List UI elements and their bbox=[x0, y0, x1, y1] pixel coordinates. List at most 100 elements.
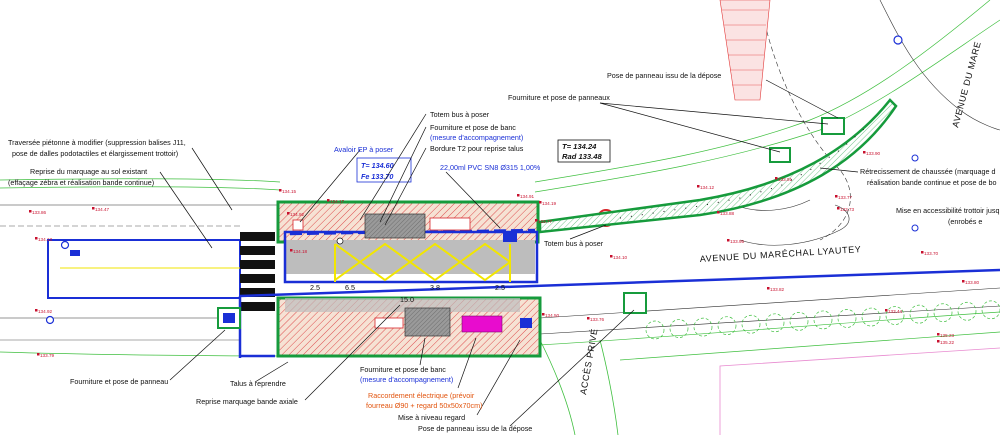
spot-level-marker bbox=[287, 212, 290, 215]
spot-level-marker bbox=[610, 255, 613, 258]
tree-symbol bbox=[837, 309, 857, 328]
dimension-label: 6.5 bbox=[345, 283, 355, 292]
spot-level-marker bbox=[835, 195, 838, 198]
green-edge-top-right bbox=[534, 19, 1000, 193]
tree-symbol bbox=[669, 319, 689, 338]
parcel-line bbox=[719, 347, 1000, 435]
panel-left-marker-inner bbox=[223, 313, 235, 323]
spot-level-marker bbox=[290, 249, 293, 252]
spot-level-marker bbox=[863, 151, 866, 154]
annotation-pvc: 22,00ml PVC SN8 Ø315 1,00% bbox=[440, 163, 541, 172]
road-edge-right-bottom-2 bbox=[539, 305, 1000, 335]
green-edge-top-2 bbox=[0, 178, 281, 183]
annotation-electric-line-2: fourreau Ø90 + regard 50x50x70cm) bbox=[366, 401, 482, 410]
dimension-label: 15.0 bbox=[400, 295, 414, 304]
curve-island bbox=[739, 204, 850, 246]
spot-level-label: 133.70 bbox=[924, 251, 938, 256]
dimension-label: 2.5 bbox=[495, 283, 505, 292]
tree-symbol bbox=[813, 310, 833, 330]
spot-level-marker bbox=[517, 194, 520, 197]
yellow-zigzag bbox=[334, 242, 511, 282]
annotation-narrowing-line-1: Rétrecissement de chaussée (marquage d bbox=[860, 167, 995, 176]
spot-level-label: 134.15 bbox=[282, 189, 296, 194]
dimensions: 2.5 6.5 3.8 2.5 15.0 bbox=[310, 283, 505, 304]
spot-level-marker bbox=[535, 219, 538, 222]
private-access-edge-1 bbox=[539, 339, 576, 435]
tree-symbol bbox=[765, 313, 785, 333]
spot-level-label: 134.91 bbox=[520, 194, 534, 199]
spot-level-marker bbox=[92, 207, 95, 210]
tree-symbol bbox=[717, 316, 737, 336]
road-edge-right-bottom bbox=[539, 287, 1000, 319]
spot-level-marker bbox=[727, 239, 730, 242]
tree-symbol bbox=[789, 312, 809, 331]
svg-text:Rad 133.48: Rad 133.48 bbox=[562, 152, 602, 161]
spot-level-label: 134.17 bbox=[330, 199, 344, 204]
spot-level-label: 133.79 bbox=[40, 353, 54, 358]
annotation-panel-depose-bottom: Pose de panneau issu de la dépose bbox=[418, 424, 532, 433]
spot-level-label: 134.92 bbox=[290, 212, 304, 217]
spot-level-label: 133.80 bbox=[965, 280, 979, 285]
curve-side-avenue bbox=[879, 0, 1000, 131]
spot-level-marker bbox=[327, 199, 330, 202]
panel-right-triangle bbox=[769, 147, 791, 163]
drain-top bbox=[336, 237, 344, 245]
level-box-right: T= 134.24 Rad 133.48 bbox=[557, 139, 611, 163]
spot-level-marker bbox=[29, 210, 32, 213]
annotation-accessibility-line-2: (enrobés e bbox=[948, 217, 982, 226]
green-edge-bottom-right bbox=[539, 311, 1000, 346]
tree-symbol bbox=[957, 301, 977, 321]
spot-level-label: 133.91 bbox=[778, 177, 792, 182]
spot-level-label: 134.18 bbox=[293, 249, 307, 254]
annotation-totem-top: Totem bus à poser bbox=[430, 110, 490, 119]
kerb-marker bbox=[292, 219, 304, 231]
tree-symbol bbox=[645, 320, 665, 340]
annotation-bench-bottom: Fourniture et pose de banc bbox=[360, 365, 446, 374]
tree-symbol bbox=[693, 317, 713, 337]
spot-level-marker bbox=[962, 280, 965, 283]
spot-level-label: 134.12 bbox=[700, 185, 714, 190]
bus-stop-area bbox=[238, 200, 1000, 358]
tree-symbol bbox=[861, 307, 881, 327]
annotation-border-t2: Bordure T2 pour reprise talus bbox=[430, 144, 524, 153]
private-access-edge-2 bbox=[599, 339, 619, 435]
spot-level-label: 134.92 bbox=[38, 309, 52, 314]
annotation-totem-right: Totem bus à poser bbox=[544, 239, 604, 248]
spot-level-label: 133.82 bbox=[770, 287, 784, 292]
spot-level-label: 133.77 bbox=[538, 219, 552, 224]
annotation-bench-bottom-sub: (mesure d'accompagnement) bbox=[360, 375, 453, 384]
spot-level-label: 135.23 bbox=[940, 333, 954, 338]
annotation-marking-line-2: (effaçage zébra et réalisation bande con… bbox=[8, 178, 154, 187]
crossing-island bbox=[47, 239, 241, 299]
spot-level-label: 133.76 bbox=[590, 317, 604, 322]
shelter-top bbox=[364, 213, 426, 239]
spot-level-label: 134.13 bbox=[38, 237, 52, 242]
spot-level-label: 134.47 bbox=[95, 207, 109, 212]
electric-box bbox=[461, 315, 503, 333]
spot-level-marker bbox=[775, 177, 778, 180]
tree-symbol bbox=[981, 300, 1000, 320]
spot-level-marker bbox=[35, 237, 38, 240]
dimension-label: 2.5 bbox=[310, 283, 320, 292]
spot-level-label: 133.86 bbox=[32, 210, 46, 215]
annotation-bench-top: Fourniture et pose de banc bbox=[430, 123, 516, 132]
spot-level-marker bbox=[37, 353, 40, 356]
svg-text:T= 134.24: T= 134.24 bbox=[562, 142, 597, 151]
annotation-accessibility-line-1: Mise en accessibilité trottoir jusq bbox=[896, 206, 999, 215]
spot-level-label: 133.73 bbox=[840, 207, 854, 212]
svg-text:T= 134.60: T= 134.60 bbox=[361, 161, 394, 170]
annotation-crossing-line-2: pose de dalles podotactiles et élargisse… bbox=[12, 149, 178, 158]
spot-level-label: 134.10 bbox=[613, 255, 627, 260]
annotation-panel-left: Fourniture et pose de panneau bbox=[70, 377, 168, 386]
spot-level-marker bbox=[35, 309, 38, 312]
spot-level-label: 133.95 bbox=[730, 239, 744, 244]
wheelchair-sign-bottom bbox=[520, 318, 532, 328]
spot-level-marker bbox=[717, 211, 720, 214]
street-label-main: AVENUE DU MARÉCHAL LYAUTEY bbox=[700, 244, 862, 264]
spot-level-label: 134.50 bbox=[545, 313, 559, 318]
spot-level-marker bbox=[921, 251, 924, 254]
spot-level-marker bbox=[937, 333, 940, 336]
spot-level-marker bbox=[542, 313, 545, 316]
spot-level-marker bbox=[539, 201, 542, 204]
